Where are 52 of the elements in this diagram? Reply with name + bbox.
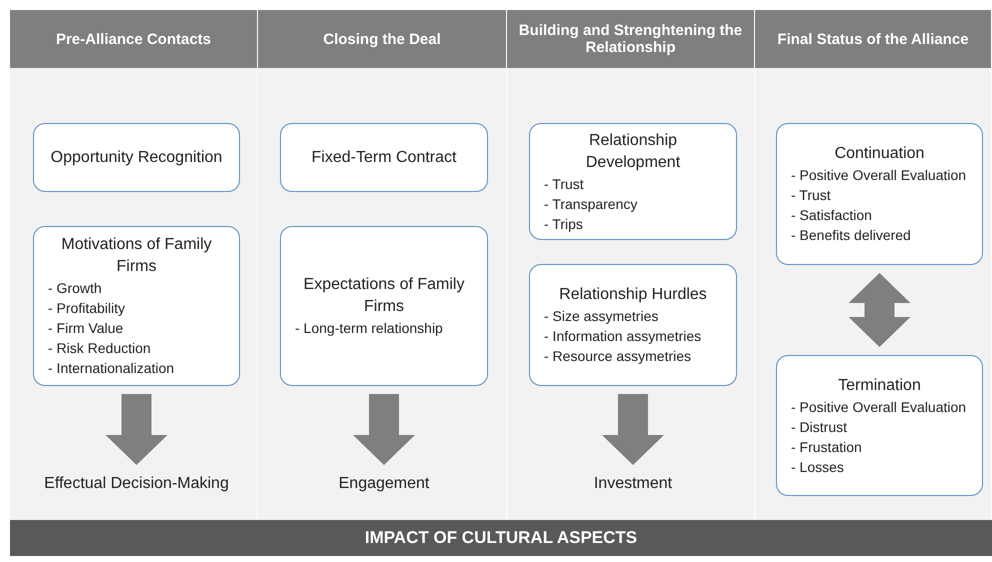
block-arrow	[106, 394, 168, 465]
list-item: - Losses	[791, 458, 845, 476]
list-item: - Trust	[791, 186, 832, 205]
stage-box	[776, 355, 983, 496]
stage-box	[529, 264, 737, 386]
stage-box	[33, 226, 240, 386]
box-heading: Opportunity Recognition	[50, 148, 224, 168]
list-item: - Transparency	[544, 194, 638, 214]
list-item: - Risk Reduction	[48, 339, 152, 358]
list-item: - Long-term relationship	[295, 319, 444, 338]
column-panel	[258, 10, 507, 520]
column-panel	[507, 10, 755, 520]
column-heading: Closing the Deal	[323, 30, 441, 48]
column-panel	[755, 10, 992, 520]
list-item: - Trips	[544, 214, 584, 234]
list-item: - Trust	[544, 174, 585, 194]
list-item: - Firm Value	[48, 319, 124, 338]
footer-band: IMPACT OF CULTURAL ASPECTS	[10, 520, 992, 556]
box-heading: Termination	[837, 376, 922, 396]
list-item: - Information assymetries	[544, 327, 702, 346]
column-heading: Final Status of the Alliance	[777, 30, 969, 48]
list-item: - Resource assymetries	[544, 347, 692, 366]
list-item: - Frustation	[791, 438, 863, 456]
box-heading: Motivations of Family Firms	[60, 235, 213, 277]
outcome-text: Effectual Decision-Making	[33, 473, 240, 519]
outcome-text: Engagement	[280, 473, 488, 497]
list-item: - Profitability	[48, 299, 126, 318]
box-heading: Relationship Development	[584, 130, 682, 172]
list-item: - Internationalization	[48, 359, 176, 378]
stage-box	[280, 123, 488, 192]
block-arrow	[848, 273, 910, 347]
box-heading: Relationship Hurdles	[558, 285, 708, 305]
list-item: - Satisfaction	[791, 206, 873, 225]
list-item: - Positive Overall Evaluation	[791, 398, 968, 416]
box-heading: Expectations of Family Firms	[302, 275, 466, 317]
box-heading: Fixed-Term Contract	[310, 148, 458, 168]
block-arrow	[353, 394, 415, 465]
box-heading: Continuation	[834, 144, 926, 164]
column-heading: Building and Strenghtening the Relationship	[518, 22, 744, 56]
stage-box	[776, 123, 983, 265]
column-panel	[10, 10, 258, 520]
list-item: - Distrust	[791, 418, 848, 436]
list-item: - Growth	[48, 279, 103, 298]
list-item: - Size assymetries	[544, 307, 660, 326]
outcome-text: Investment	[529, 473, 737, 497]
block-arrow	[602, 394, 664, 465]
list-item: - Benefits delivered	[791, 226, 912, 245]
stage-box	[280, 226, 488, 386]
column-heading: Pre-Alliance Contacts	[56, 30, 212, 48]
stage-box	[33, 123, 240, 192]
stage-box	[529, 123, 737, 240]
list-item: - Positive Overall Evaluation	[791, 166, 968, 185]
